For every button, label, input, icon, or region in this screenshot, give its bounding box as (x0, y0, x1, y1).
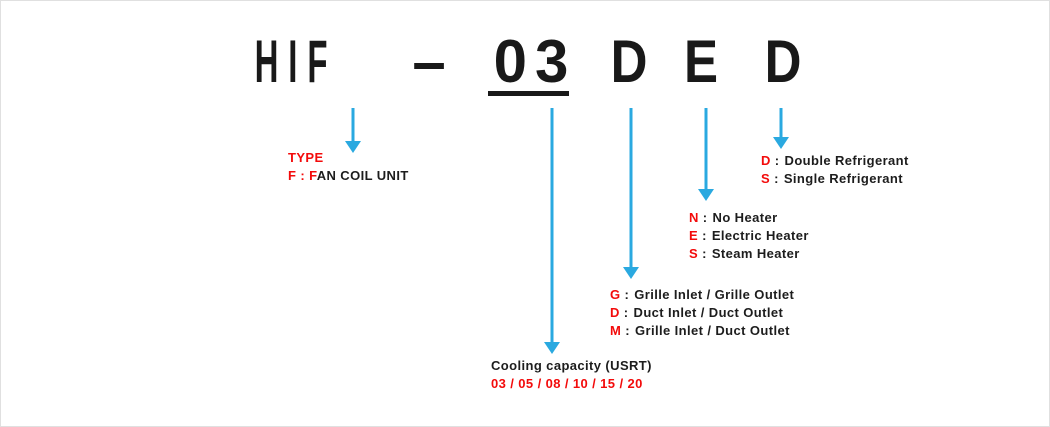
down-arrow-icon (544, 108, 560, 354)
arrow-shaft (550, 108, 554, 344)
model-refrigerant-code: D (764, 28, 802, 95)
type-legend: TYPE F : FAN COIL UNIT (288, 149, 409, 185)
legend-colon: : (774, 153, 780, 168)
arrow-shaft (779, 108, 783, 139)
arrow-head (698, 189, 714, 201)
legend-row: N: No Heater (689, 209, 809, 227)
arrow-head (345, 141, 361, 153)
legend-code: N (689, 210, 699, 225)
legend-colon: : (625, 323, 630, 338)
inlet-outlet-legend: G:Grille Inlet / Grille Outlet D:Duct In… (610, 286, 794, 340)
legend-code: D (610, 305, 620, 320)
capacity-label: Cooling capacity (USRT) (491, 358, 652, 373)
arrow-head (544, 342, 560, 354)
down-arrow-icon (345, 108, 361, 153)
legend-code: S (689, 246, 699, 261)
model-prefix: HIF (254, 28, 338, 95)
legend-row: S: Single Refrigerant (761, 170, 909, 188)
legend-code: G (610, 287, 621, 302)
legend-row: M: Grille Inlet / Duct Outlet (610, 322, 794, 340)
legend-desc: Steam Heater (711, 246, 800, 261)
legend-desc: Grille Inlet / Duct Outlet (634, 323, 790, 338)
legend-code: M (610, 323, 622, 338)
type-legend-title: TYPE (288, 149, 409, 167)
type-desc: AN COIL UNIT (316, 168, 409, 183)
legend-desc: Single Refrigerant (783, 171, 903, 186)
legend-row: D: Double Refrigerant (761, 152, 909, 170)
capacity-underline (488, 91, 569, 96)
legend-colon: : (702, 210, 708, 225)
type-legend-row: F : FAN COIL UNIT (288, 167, 409, 185)
legend-colon: : (702, 246, 707, 261)
arrow-head (773, 137, 789, 149)
down-arrow-icon (773, 108, 789, 149)
model-heater-code: E (683, 28, 719, 95)
capacity-legend: Cooling capacity (USRT) 03 / 05 / 08 / 1… (491, 357, 652, 393)
legend-desc: No Heater (712, 210, 778, 225)
legend-row: G: Grille Inlet / Grille Outlet (610, 286, 794, 304)
legend-code: D (761, 153, 771, 168)
capacity-values: 03 / 05 / 08 / 10 / 15 / 20 (491, 376, 643, 391)
arrow-shaft (704, 108, 708, 191)
arrow-shaft (629, 108, 633, 269)
down-arrow-icon (698, 108, 714, 201)
model-capacity-code: 03 (493, 28, 577, 95)
refrigerant-legend: D:Double Refrigerant S:Single Refrigeran… (761, 152, 909, 188)
legend-row: D: Duct Inlet / Duct Outlet (610, 304, 794, 322)
legend-colon: : (624, 287, 630, 302)
heater-legend: N:No Heater E:Electric Heater S:Steam He… (689, 209, 809, 263)
legend-code: S (761, 171, 771, 186)
model-inlet-code: D (610, 28, 648, 95)
legend-colon: : (623, 305, 629, 320)
legend-row: E: Electric Heater (689, 227, 809, 245)
legend-desc: Grille Inlet / Grille Outlet (634, 287, 795, 302)
legend-desc: Duct Inlet / Duct Outlet (633, 305, 784, 320)
dash-separator: – (412, 28, 446, 95)
legend-desc: Electric Heater (711, 228, 809, 243)
type-legend-title-text: TYPE (288, 150, 324, 165)
legend-code: E (689, 228, 699, 243)
legend-colon: : (774, 171, 779, 186)
type-code: F : F (288, 168, 317, 183)
arrow-shaft (351, 108, 355, 143)
legend-colon: : (702, 228, 707, 243)
legend-row: S: Steam Heater (689, 245, 809, 263)
legend-desc: Double Refrigerant (784, 153, 909, 168)
arrow-head (623, 267, 639, 279)
down-arrow-icon (623, 108, 639, 279)
